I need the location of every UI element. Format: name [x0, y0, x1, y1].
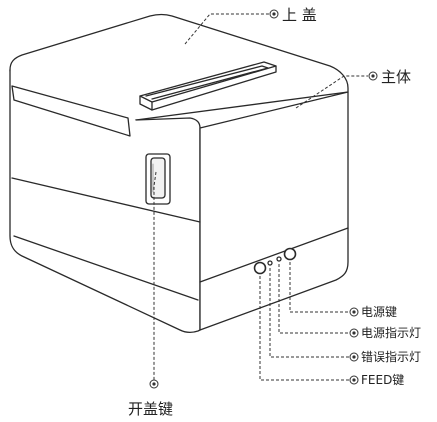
leader-error-led	[269, 268, 350, 358]
label-feed-key: FEED键	[361, 373, 404, 387]
label-top-cover: 上 盖	[282, 6, 317, 24]
side-right-panel	[199, 91, 349, 331]
power-key-button	[283, 247, 297, 261]
label-power-key: 电源键	[361, 305, 397, 319]
leader-lines	[153, 13, 368, 381]
front-left-panel	[9, 69, 201, 334]
leader-main-body	[295, 75, 368, 109]
front-seam	[11, 177, 201, 223]
label-cover-open-key: 开盖键	[128, 400, 173, 418]
callout-dots	[149, 9, 378, 389]
label-main-body: 主体	[381, 68, 411, 86]
leader-power-key	[289, 262, 350, 313]
error-led-dot	[267, 260, 273, 266]
front-bottom-edge	[13, 235, 199, 301]
leader-power-led	[278, 264, 350, 334]
label-error-led: 错误指示灯	[361, 349, 421, 364]
paper-slot-inner	[145, 65, 269, 100]
front-lip	[11, 85, 131, 137]
printer-illustration	[9, 13, 349, 334]
power-led-dot	[276, 256, 282, 262]
label-power-led: 电源指示灯	[361, 325, 421, 340]
paper-slot-rim	[139, 95, 153, 111]
side-seam	[199, 227, 349, 283]
feed-key-button	[253, 261, 267, 275]
